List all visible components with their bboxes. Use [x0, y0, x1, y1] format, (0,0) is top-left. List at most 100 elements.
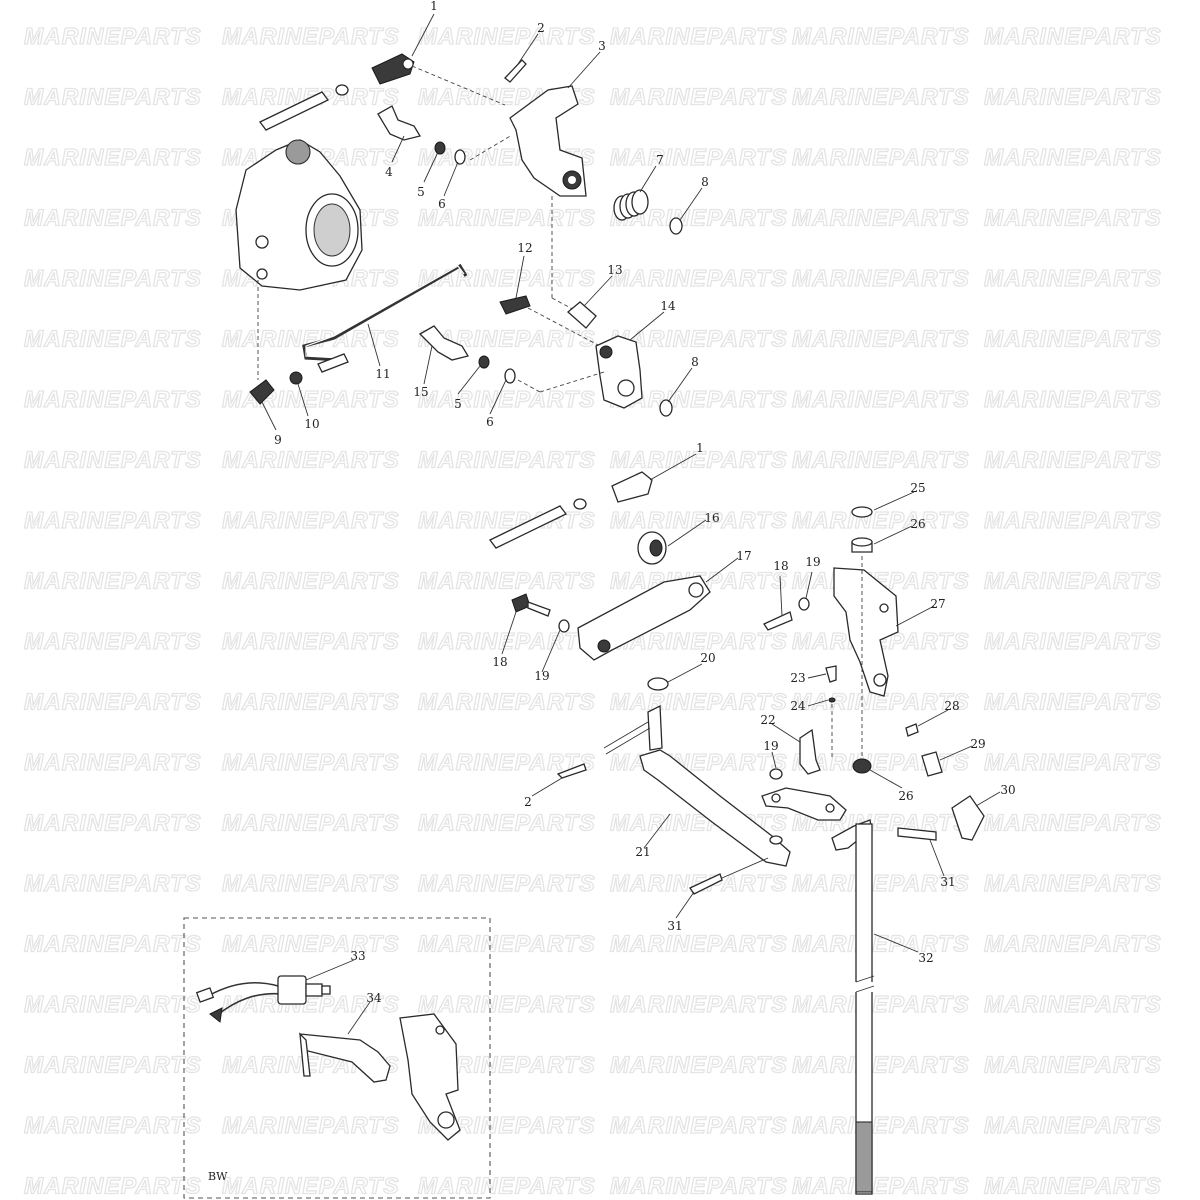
flat-washer [504, 368, 516, 384]
screw [825, 665, 837, 683]
watermark-text: MARINEPARTS [24, 628, 202, 654]
washer [769, 768, 783, 780]
watermark-text: MARINEPARTS [984, 386, 1162, 412]
callout-16: 16 [704, 511, 719, 525]
watermark-text: MARINEPARTS [792, 931, 970, 957]
callout-33: 33 [350, 949, 365, 963]
watermark-text: MARINEPARTS [792, 265, 970, 291]
throttle-cable-end [259, 91, 329, 131]
callout-26: 26 [910, 517, 925, 531]
callout-18: 18 [492, 655, 507, 669]
clip [504, 59, 527, 83]
inset-caption: BW [208, 1170, 228, 1183]
callout-14: 14 [660, 299, 676, 313]
callout-15: 15 [413, 385, 428, 399]
bolt-shank [527, 601, 551, 617]
watermark-text: MARINEPARTS [984, 1052, 1162, 1078]
watermark-text: MARINEPARTS [24, 205, 202, 231]
watermark-text: MARINEPARTS [418, 23, 596, 49]
cable-connector [611, 471, 653, 503]
watermark-text: MARINEPARTS [418, 568, 596, 594]
watermark-text: MARINEPARTS [24, 689, 202, 715]
cotter-pin [689, 873, 723, 895]
watermark-text: MARINEPARTS [24, 447, 202, 473]
watermark-text: MARINEPARTS [24, 931, 202, 957]
watermark-text: MARINEPARTS [24, 1052, 202, 1078]
watermark-text: MARINEPARTS [610, 931, 788, 957]
watermark-text: MARINEPARTS [610, 265, 788, 291]
watermark-text: MARINEPARTS [984, 23, 1162, 49]
watermark-text: MARINEPARTS [222, 810, 400, 836]
shift-rod [855, 823, 873, 1195]
throttle-lever [509, 85, 587, 197]
callout-8: 8 [691, 355, 699, 369]
washer [798, 597, 810, 611]
watermark-text: MARINEPARTS [24, 991, 202, 1017]
flat-washer [454, 149, 466, 165]
callout-2: 2 [524, 795, 532, 809]
callout-19: 19 [534, 669, 549, 683]
watermark-text: MARINEPARTS [222, 749, 400, 775]
callout-1: 1 [696, 441, 704, 455]
bw-variant-inset [183, 917, 491, 1199]
washer [659, 399, 673, 417]
watermark-text: MARINEPARTS [222, 1173, 400, 1199]
watermark-text: MARINEPARTS [792, 1112, 970, 1138]
watermark-text: MARINEPARTS [418, 265, 596, 291]
torsion-spring [613, 189, 649, 221]
lock-washer [828, 697, 836, 703]
watermark-text: MARINEPARTS [24, 507, 202, 533]
throttle-body-boss [285, 139, 311, 165]
watermark-text: MARINEPARTS [792, 507, 970, 533]
watermark-text: MARINEPARTS [418, 870, 596, 896]
pin [897, 827, 937, 841]
sensor-wire [207, 982, 279, 997]
shift-lever [577, 575, 711, 661]
shoulder-bolt [418, 325, 470, 361]
watermark-text: MARINEPARTS [24, 265, 202, 291]
throttle-body-assembly [235, 53, 683, 417]
washer [669, 217, 683, 235]
watermark-text: MARINEPARTS [418, 205, 596, 231]
watermark-text: MARINEPARTS [222, 507, 400, 533]
watermark-text: MARINEPARTS [24, 870, 202, 896]
watermark-text: MARINEPARTS [610, 326, 788, 352]
callout-29: 29 [970, 737, 985, 751]
watermark-text: MARINEPARTS [222, 689, 400, 715]
watermark-text: MARINEPARTS [984, 84, 1162, 110]
washer [647, 677, 669, 691]
bolt [763, 611, 793, 631]
watermark-text: MARINEPARTS [792, 870, 970, 896]
watermark-text: MARINEPARTS [222, 870, 400, 896]
watermark-text: MARINEPARTS [984, 447, 1162, 473]
watermark-text: MARINEPARTS [792, 1173, 970, 1199]
callout-3: 3 [598, 39, 606, 53]
watermark-text: MARINEPARTS [792, 447, 970, 473]
rod-thread [317, 353, 349, 373]
watermark-text: MARINEPARTS [24, 810, 202, 836]
watermark-text: MARINEPARTS [610, 23, 788, 49]
callout-13: 13 [607, 263, 622, 277]
watermark-text: MARINEPARTS [222, 568, 400, 594]
watermark-text: MARINEPARTS [792, 205, 970, 231]
watermark-text: MARINEPARTS [610, 507, 788, 533]
rod-clip [499, 295, 531, 315]
callout-26: 26 [898, 789, 913, 803]
detent-plate [761, 787, 847, 821]
watermark-text: MARINEPARTS [24, 1112, 202, 1138]
switch-bracket [299, 1033, 391, 1083]
callout-9: 9 [274, 433, 282, 447]
watermark-text: MARINEPARTS [418, 991, 596, 1017]
watermark-text: MARINEPARTS [610, 84, 788, 110]
watermark-text: MARINEPARTS [984, 991, 1162, 1017]
watermark-text: MARINEPARTS [222, 931, 400, 957]
callout-6: 6 [486, 415, 494, 429]
watermark-text: MARINEPARTS [984, 810, 1162, 836]
shoulder-bolt [377, 105, 422, 141]
cable-nut [573, 498, 587, 510]
callout-31: 31 [667, 919, 682, 933]
watermark-text: MARINEPARTS [610, 1112, 788, 1138]
shift-linkage-assembly [489, 471, 985, 1195]
